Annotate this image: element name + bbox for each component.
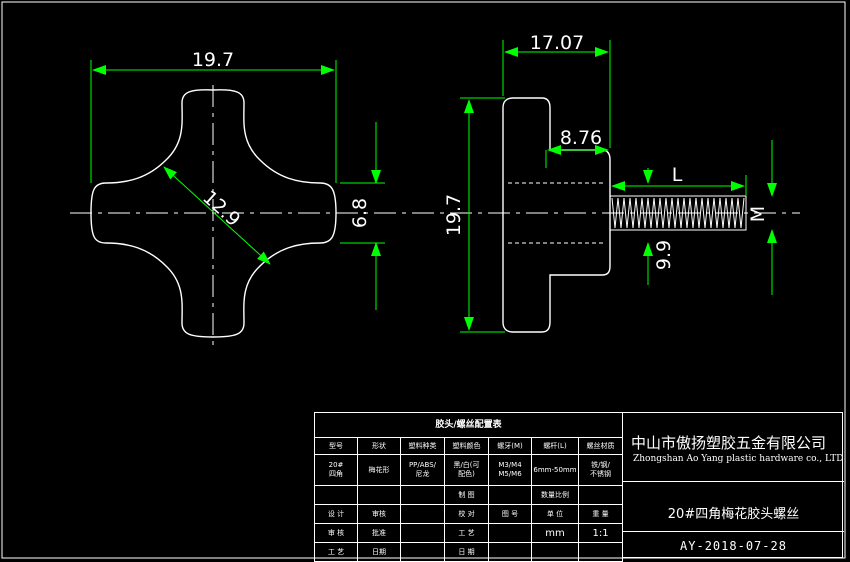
sign-cell	[577, 542, 624, 562]
sign-cell	[488, 542, 532, 562]
sign-cell: 单 位	[531, 504, 579, 524]
units-cell: mm	[531, 523, 579, 543]
header-cell: 塑料种类	[400, 437, 445, 455]
header-cell: 螺丝材质	[577, 437, 624, 455]
config-table-title: 胶头/螺丝配置表	[313, 412, 624, 438]
sign-cell	[531, 542, 579, 562]
header-cell: 螺杆(L)	[531, 437, 579, 455]
dim-thread-dia-label: M	[747, 206, 769, 222]
header-cell: 塑料颜色	[444, 437, 489, 455]
value-cell: PP/ABS/ 尼龙	[400, 454, 445, 486]
header-cell: 形状	[357, 437, 401, 455]
dim-top-width-label: 19.7	[192, 49, 234, 71]
sign-cell: 日期	[357, 542, 401, 562]
screw-thread	[611, 197, 745, 229]
sign-cell	[314, 485, 358, 505]
value-cell: 20# 四角	[314, 454, 358, 486]
sign-cell: 设 计	[314, 504, 358, 524]
header-cell: 型号	[314, 437, 358, 455]
part-name-cell	[623, 481, 844, 532]
knob-front-outline	[90, 89, 337, 338]
value-cell: 6mm-50mm	[531, 454, 579, 486]
sign-cell	[488, 523, 532, 543]
sign-cell	[357, 485, 401, 505]
thread-lines	[611, 197, 745, 229]
company-name-cn: 中山市傲扬塑胶五金有限公司	[631, 434, 827, 452]
dim-arm-width-label: 6.8	[349, 198, 371, 228]
sign-cell: 审 核	[314, 523, 358, 543]
company-name-en: Zhongshan Ao Yang plastic hardware co., …	[633, 454, 844, 464]
value-cell: 铁/钢/ 不锈钢	[577, 454, 624, 486]
dim-diagonal-label: 12.9	[198, 186, 244, 231]
sign-cell	[400, 504, 445, 524]
dim-side-height-label: 19.7	[443, 194, 465, 236]
screw-shank	[609, 195, 747, 231]
drawing-number: AY-2018-07-28	[680, 539, 787, 553]
scale-cell: 1:1	[577, 523, 624, 543]
company-cell	[623, 413, 844, 482]
knob-side-outline	[502, 97, 611, 333]
value-cell: M3/M4 M5/M6	[488, 454, 532, 486]
sign-cell: 制 图	[444, 485, 489, 505]
header-cell: 螺牙(M)	[488, 437, 532, 455]
dim-side-length-label: 17.07	[530, 32, 584, 54]
dim-line-diagonal	[163, 166, 271, 265]
sign-cell: 工 艺	[314, 542, 358, 562]
dim-neck-length-label: 8.76	[560, 127, 602, 149]
sign-cell: 批准	[357, 523, 401, 543]
value-cell: 梅花形	[357, 454, 401, 486]
sign-cell: 工 艺	[444, 523, 489, 543]
sign-cell	[577, 485, 624, 505]
part-name: 20#四角梅花胶头螺丝	[667, 507, 800, 522]
sign-cell: 校 对	[444, 504, 489, 524]
sign-cell: 数量比例	[531, 485, 579, 505]
sign-cell	[400, 523, 445, 543]
config-table: 胶头/螺丝配置表 型号 形状 塑料种类 塑料颜色 螺牙(M) 螺杆(L) 螺丝材…	[313, 412, 624, 562]
title-block: 中山市傲扬塑胶五金有限公司 Zhongshan Ao Yang plastic …	[622, 412, 844, 558]
sign-cell: 图 号	[488, 504, 532, 524]
sign-cell: 重 量	[577, 504, 624, 524]
dim-neck-dia-label: 9.9	[653, 240, 675, 270]
dim-thread-length-label: L	[672, 164, 683, 186]
sign-cell	[400, 542, 445, 562]
sign-cell: 日 期	[444, 542, 489, 562]
value-cell: 黑/白(可 配色)	[444, 454, 489, 486]
sign-cell	[400, 485, 445, 505]
sign-cell	[488, 485, 532, 505]
sign-cell: 审核	[357, 504, 401, 524]
